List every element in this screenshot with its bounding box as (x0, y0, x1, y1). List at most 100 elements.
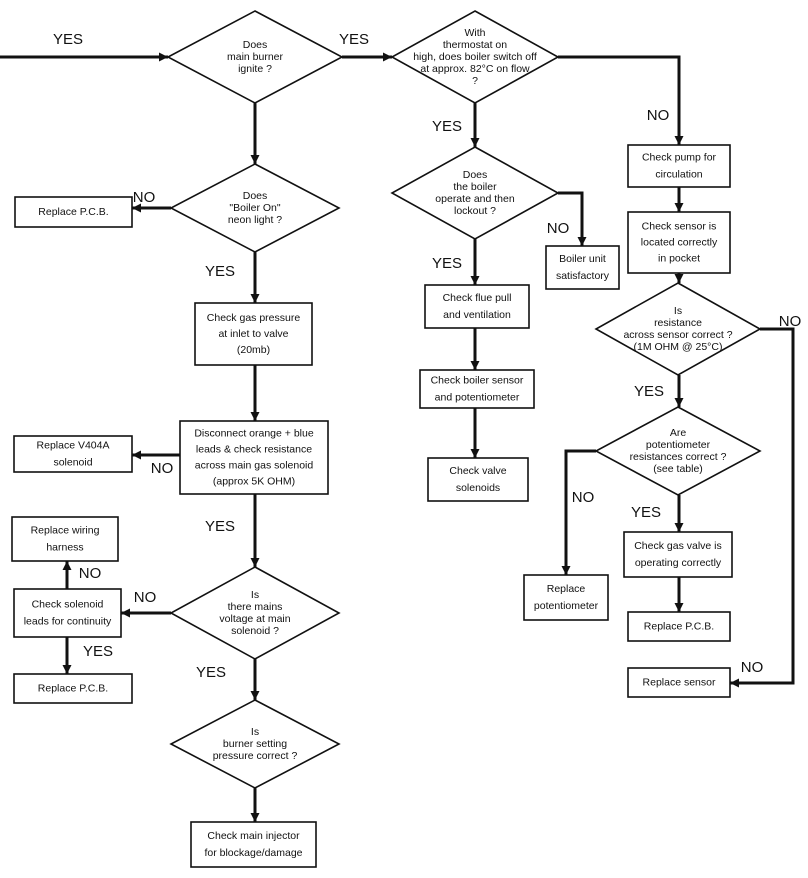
branch-label-yes: YES (196, 664, 226, 681)
decision-lockout-line-3: operate and then (435, 193, 515, 205)
decision-thermostat-line-2: thermostat on (443, 39, 507, 51)
arrowhead-5 (132, 203, 141, 213)
decision-thermostat-line-3: high, does boiler switch off (413, 51, 537, 63)
process-replace-pcb-2: Replace P.C.B. (13, 673, 133, 704)
decision-diamond (169, 699, 341, 789)
decision-thermostat-line-4: at approx. 82°C on flow (420, 63, 530, 75)
decision-thermostat-line-5: ? (472, 75, 478, 87)
decision-lockout-line-4: lockout ? (454, 205, 496, 217)
arrowhead-7 (250, 412, 260, 421)
process-check-pump-line-2: circulation (655, 168, 702, 180)
decision-boiler-on-line-2: "Boiler On" (229, 202, 280, 214)
process-replace-wiring-line-1: Replace wiring (31, 524, 100, 536)
process-replace-wiring-line-2: harness (46, 541, 83, 553)
process-box (627, 211, 731, 274)
decision-mains-voltage-line-4: solenoid ? (231, 625, 279, 637)
process-box (419, 369, 535, 409)
arrowhead-8 (132, 450, 141, 460)
decision-potentiometer-line-4: (see table) (653, 463, 703, 475)
arrowhead-2 (383, 52, 392, 62)
arrowhead-14 (250, 813, 260, 822)
branch-label-yes: YES (634, 383, 664, 400)
connector-3 (558, 55, 681, 145)
decision-resistance-line-2: resistance (654, 317, 702, 329)
process-boiler-satisfactory-line-2: satisfactory (556, 270, 610, 282)
process-box (190, 821, 317, 868)
decision-diamond (390, 10, 560, 104)
process-check-injector-line-2: for blockage/damage (204, 847, 302, 859)
decision-diamond (594, 282, 762, 376)
process-disconnect-line-2: leads & check resistance (196, 443, 312, 455)
decision-diamond (166, 10, 344, 104)
process-disconnect-line-1: Disconnect orange + blue (194, 427, 314, 439)
arrowhead-10 (121, 608, 130, 618)
process-check-gas-valve-line-1: Check gas valve is (634, 540, 722, 552)
arrowhead-19 (470, 449, 480, 458)
decision-diamond (169, 163, 341, 253)
process-check-flue-line-1: Check flue pull (443, 292, 512, 304)
decision-burner-setting-line-2: burner setting (223, 738, 287, 750)
arrowhead-21 (674, 274, 684, 283)
decision-boiler-on: Does"Boiler On"neon light ? (169, 163, 341, 253)
branch-label-no: NO (572, 489, 595, 506)
process-box (627, 611, 731, 642)
process-replace-pcb-1: Replace P.C.B. (14, 196, 133, 228)
process-box (13, 435, 133, 473)
decision-diamond (390, 146, 560, 240)
branch-label-yes: YES (205, 518, 235, 535)
arrowhead-24 (561, 566, 571, 575)
branch-label-no: NO (741, 659, 764, 676)
process-check-solenoid-leads-line-1: Check solenoid (32, 598, 104, 610)
process-check-valve-solenoids-line-1: Check valve (449, 465, 506, 477)
process-replace-sensor-line-1: Replace sensor (643, 676, 716, 688)
decision-lockout-line-2: the boiler (453, 181, 497, 193)
arrowhead-22 (730, 678, 739, 688)
branch-label-no: NO (647, 107, 670, 124)
arrowhead-13 (250, 691, 260, 700)
process-disconnect: Disconnect orange + blue leads & check re… (179, 420, 329, 495)
connector-24 (564, 449, 596, 575)
decision-burner-setting-line-3: pressure correct ? (213, 750, 298, 762)
process-replace-wiring: Replace wiring harness (11, 516, 119, 562)
process-boiler-satisfactory-line-1: Boiler unit (559, 253, 606, 265)
branch-label-yes: YES (339, 31, 369, 48)
decision-resistance-line-4: (1M OHM @ 25°C) (634, 341, 723, 353)
process-check-gas-pressure-line-3: (20mb) (237, 344, 270, 356)
process-replace-pcb-1-line-1: Replace P.C.B. (38, 206, 108, 218)
process-check-gas-pressure-line-1: Check gas pressure (207, 312, 301, 324)
process-box (11, 516, 119, 562)
arrowhead-11 (62, 561, 72, 570)
decision-lockout-line-1: Does (463, 169, 488, 181)
process-box (194, 302, 313, 366)
arrowhead-9 (250, 558, 260, 567)
process-box (623, 531, 733, 578)
process-check-pump-line-1: Check pump for (642, 151, 717, 163)
branch-label-no: NO (779, 313, 802, 330)
decision-boiler-on-line-1: Does (243, 190, 268, 202)
decision-potentiometer-line-2: potentiometer (646, 439, 711, 451)
process-replace-sensor: Replace sensor (627, 667, 731, 698)
arrowhead-23 (674, 398, 684, 407)
arrowhead-6 (250, 294, 260, 303)
arrowhead-3 (674, 136, 684, 145)
process-check-valve-solenoids-line-2: solenoids (456, 482, 500, 494)
arrowhead-12 (62, 665, 72, 674)
process-box (545, 245, 620, 290)
decision-main-burner-line-2: main burner (227, 51, 284, 63)
decision-thermostat-line-1: With (465, 27, 486, 39)
process-box (424, 284, 530, 329)
process-check-valve-solenoids: Check valve solenoids (427, 457, 529, 502)
process-check-sensor-located-line-2: located correctly (641, 236, 718, 248)
decision-diamond (169, 566, 341, 660)
